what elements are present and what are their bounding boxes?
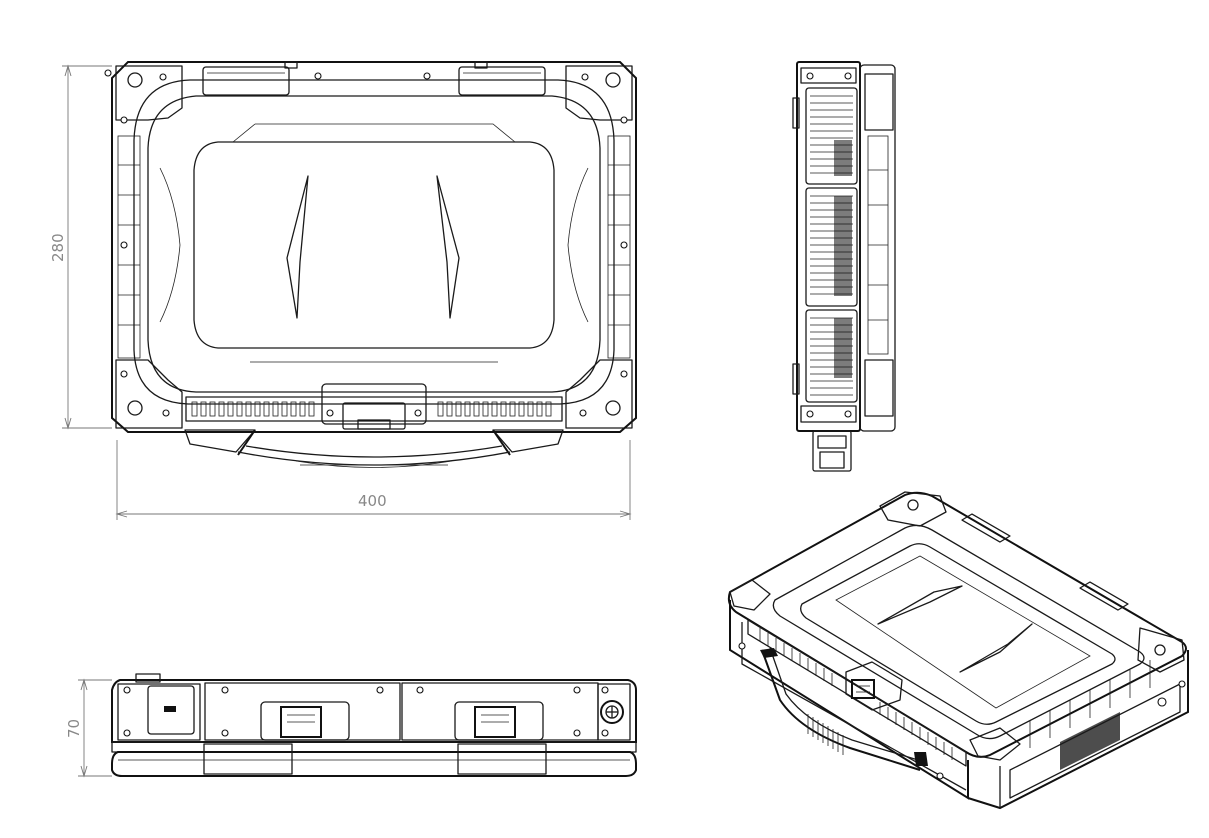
top-view	[104, 61, 637, 468]
width-dimension-label: 400	[358, 492, 387, 510]
isometric-view	[727, 491, 1189, 810]
depth-dimension: 70	[65, 678, 112, 778]
front-view	[111, 673, 637, 777]
width-dimension: 400	[115, 440, 632, 520]
depth-dimension-label: 70	[65, 719, 83, 738]
height-dimension-label: 280	[49, 233, 67, 262]
height-dimension: 280	[49, 64, 112, 430]
side-view	[792, 61, 896, 472]
